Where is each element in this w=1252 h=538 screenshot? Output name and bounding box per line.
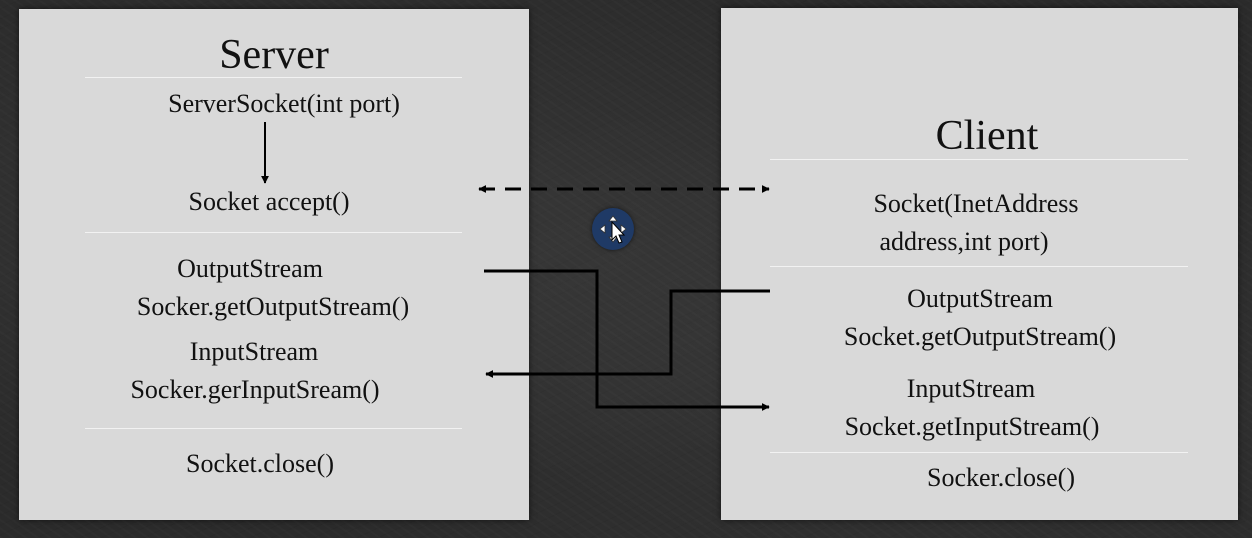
client-outputstream-label: OutputStream [907,284,1053,313]
client-getoutputstream-label: Socket.getOutputStream() [843,322,1117,351]
client-divider-2 [770,266,1188,267]
client-title: Client [935,113,1039,159]
client-panel [721,8,1238,520]
server-getinputstream-label: Socker.gerInputSream() [130,375,380,404]
server-close-label: Socket.close() [185,449,334,478]
server-outputstream-label: OutputStream [177,254,323,283]
server-divider-2 [85,232,462,233]
client-divider-3 [770,452,1188,453]
client-inputstream-label: InputStream [906,374,1036,403]
client-divider-1 [770,159,1188,160]
server-divider-3 [85,428,462,429]
client-socket-constructor-line2: address,int port) [879,227,1049,256]
client-close-label: Socker.close() [926,463,1075,492]
server-title: Server [219,32,329,78]
client-socket-constructor-line1: Socket(InetAddress [873,189,1079,218]
server-divider-1 [85,77,462,78]
server-panel [19,9,529,520]
move-cursor-icon [592,208,634,250]
client-getinputstream-label: Socket.getInputStream() [844,412,1100,441]
server-accept-label: Socket accept() [188,187,350,216]
server-serversocket-label: ServerSocket(int port) [168,89,400,118]
server-getoutputstream-label: Socker.getOutputStream() [136,292,410,321]
server-inputstream-label: InputStream [189,337,319,366]
